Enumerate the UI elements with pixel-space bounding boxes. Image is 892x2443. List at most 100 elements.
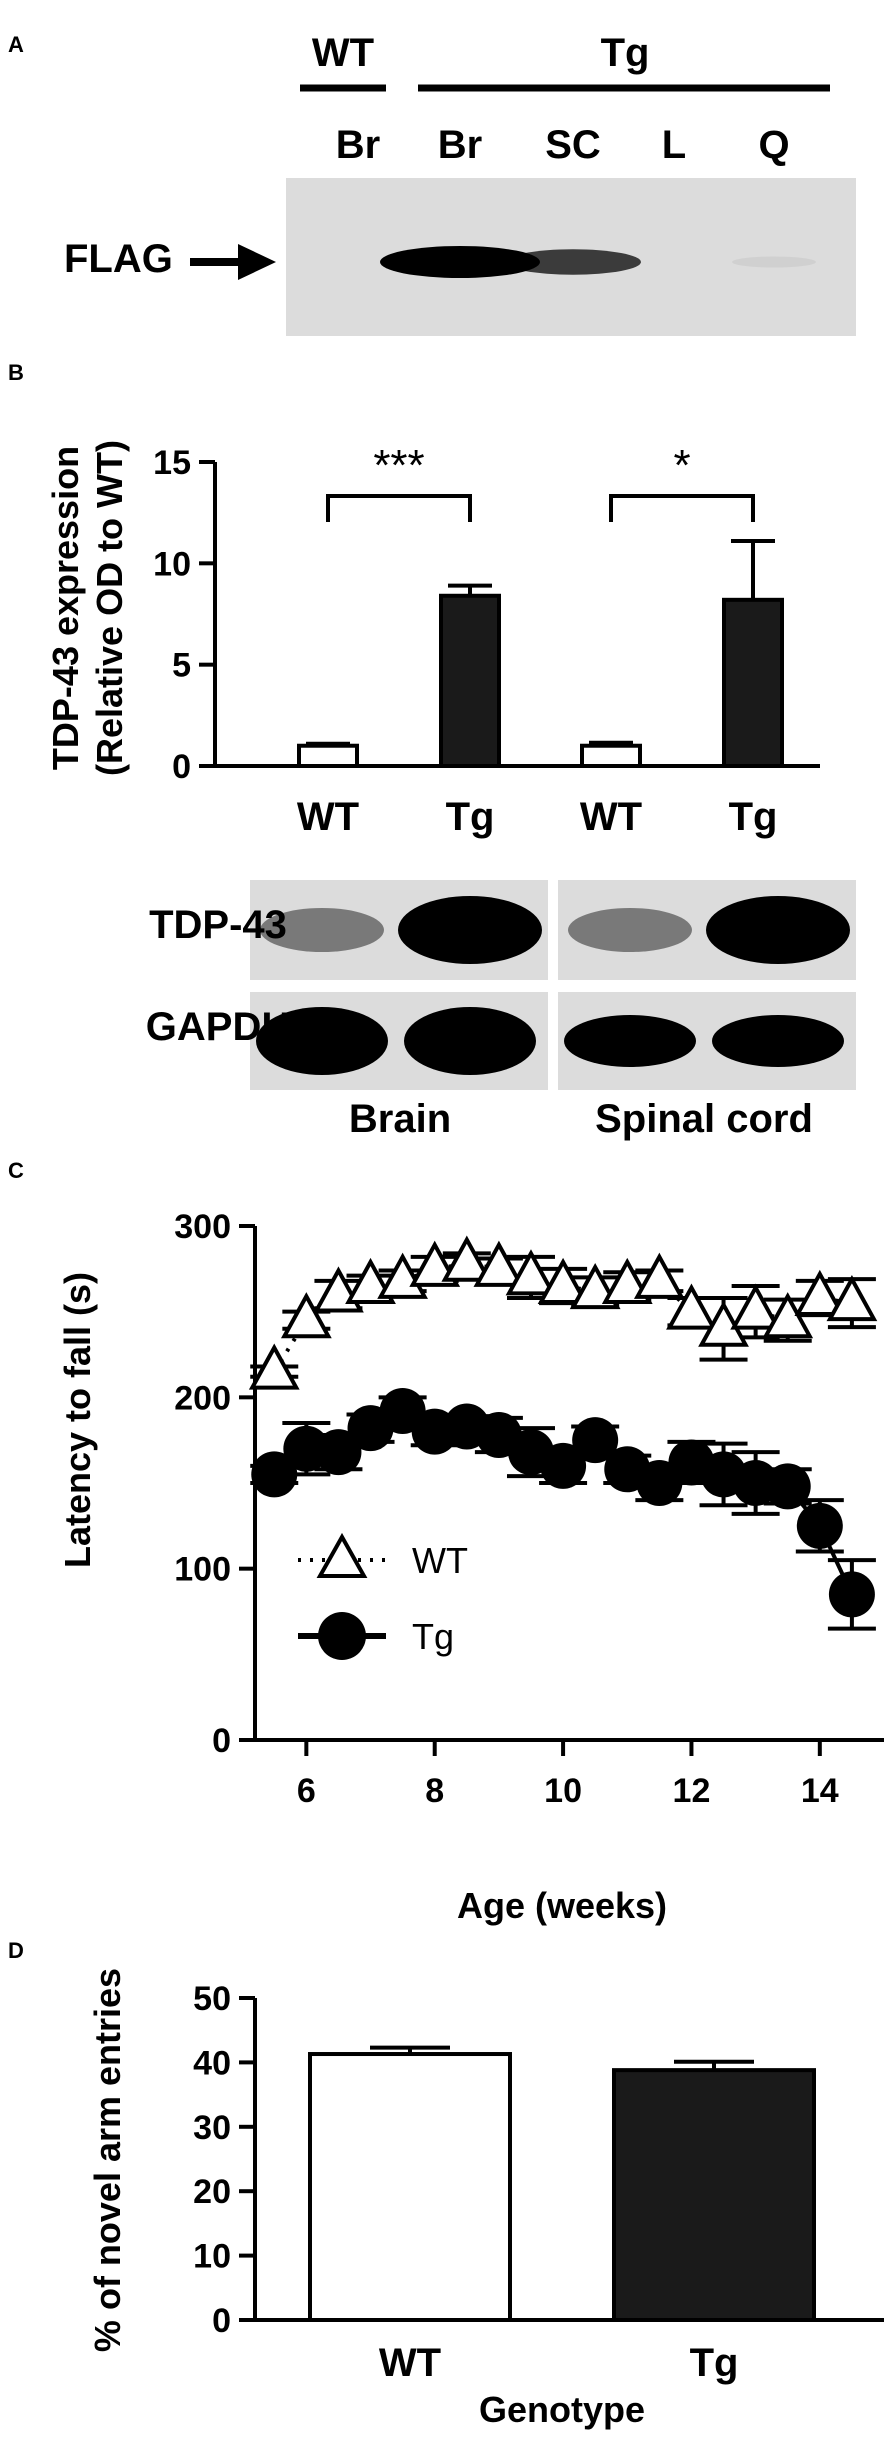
tdp43-band (568, 908, 692, 952)
d-y-tick-label: 50 (193, 1980, 231, 2018)
c-x-tick-label: 10 (544, 1772, 582, 1810)
d-category-label: WT (379, 2341, 441, 2385)
d-xlabel: Genotype (479, 2389, 645, 2430)
b-category-label: Tg (729, 795, 778, 839)
group-label-tg: Tg (601, 31, 650, 75)
lane-label: Br (438, 123, 482, 167)
flag-band (505, 249, 641, 275)
wt-point (730, 1283, 782, 1330)
d-y-tick-label: 30 (193, 2109, 231, 2147)
b-bar (439, 593, 501, 769)
tdp43-band (398, 896, 542, 964)
d-y-tick-label: 10 (193, 2238, 231, 2276)
d-y-tick-label: 20 (193, 2173, 231, 2211)
b-ylabel-line1: TDP-43 expression (45, 446, 86, 770)
c-x-tick-label: 8 (425, 1772, 444, 1810)
b-y-tick-label: 0 (172, 748, 191, 786)
blot-label-tdp43: TDP-43 (149, 903, 287, 947)
flag-arrow (190, 244, 276, 280)
legend-wt-label: WT (412, 1540, 468, 1581)
b-ylabel-line2: (Relative OD to WT) (89, 440, 130, 776)
b-y-tick-label: 10 (153, 545, 191, 583)
tdp43-band (260, 908, 384, 952)
group-label-wt: WT (312, 31, 374, 75)
gapdh-band (564, 1015, 696, 1067)
b-category-label: WT (580, 795, 642, 839)
lane-labels: Br Br SC L Q (336, 123, 790, 167)
tg-point (796, 1502, 843, 1549)
tdp43-band (706, 896, 850, 964)
panel-b-letter: B (8, 360, 24, 385)
b-bar (722, 597, 784, 769)
blot-label-gapdh: GAPDH (146, 1005, 290, 1049)
c-y-tick-label: 200 (174, 1379, 231, 1417)
tg-point (828, 1571, 875, 1618)
tissue-label-brain: Brain (349, 1097, 451, 1141)
tg-point (764, 1463, 811, 1510)
significance-bracket (326, 494, 472, 522)
significance-label: * (673, 441, 690, 490)
flag-bands (380, 246, 816, 278)
significance-label: *** (373, 441, 424, 490)
gapdh-band (256, 1007, 388, 1075)
flag-band (732, 256, 816, 268)
wt-point (762, 1292, 814, 1339)
d-bar (612, 2068, 816, 2322)
tg-point (572, 1417, 619, 1464)
wt-point (280, 1292, 332, 1339)
d-y-tick-label: 40 (193, 2044, 231, 2082)
c-xlabel: Age (weeks) (457, 1885, 667, 1926)
legend-tg-marker (318, 1612, 366, 1660)
c-x-tick-label: 12 (673, 1772, 711, 1810)
wt-point (441, 1235, 493, 1282)
flag-band (380, 246, 540, 278)
legend: WT Tg (298, 1532, 468, 1660)
legend-tg-label: Tg (412, 1616, 454, 1657)
panel-c-letter: C (8, 1158, 24, 1183)
c-y-tick-label: 0 (212, 1722, 231, 1760)
legend-wt-marker (316, 1532, 368, 1578)
b-y-tick-label: 5 (172, 647, 191, 685)
c-y-tick-label: 100 (174, 1551, 231, 1589)
wt-point (473, 1240, 525, 1287)
b-bar (297, 743, 359, 769)
tissue-label-spinal-cord: Spinal cord (595, 1097, 813, 1141)
b-y-tick-label: 15 (153, 444, 191, 482)
wt-point (505, 1249, 557, 1296)
c-y-tick-label: 300 (174, 1208, 231, 1246)
wt-point (794, 1269, 846, 1316)
lane-label: L (662, 123, 686, 167)
lane-label: Q (758, 123, 789, 167)
wt-point (248, 1343, 300, 1390)
gapdh-band (404, 1007, 536, 1075)
c-x-tick-label: 14 (801, 1772, 839, 1810)
d-category-label: Tg (690, 2341, 739, 2385)
tg-point (251, 1451, 298, 1498)
d-bar (308, 2052, 512, 2323)
b-category-label: Tg (446, 795, 495, 839)
d-ylabel: % of novel arm entries (87, 1968, 128, 2352)
c-ylabel: Latency to fall (s) (57, 1272, 98, 1568)
b-bar (580, 743, 642, 769)
significance-bracket (609, 494, 755, 522)
line-chart-latency: 0 100 200 300 6 8 10 12 14 (174, 1208, 884, 1810)
tg-point (315, 1429, 362, 1476)
western-blots (250, 880, 856, 1090)
tg-point (540, 1442, 587, 1489)
panel-a-letter: A (8, 32, 24, 57)
lane-label: Br (336, 123, 380, 167)
c-x-tick-label: 6 (297, 1772, 316, 1810)
wt-point (666, 1283, 717, 1330)
wt-point (826, 1274, 878, 1322)
gapdh-band (712, 1015, 844, 1067)
lane-label: SC (545, 123, 601, 167)
panel-d-letter: D (8, 1938, 24, 1963)
d-y-tick-label: 0 (212, 2302, 231, 2340)
wt-point (537, 1257, 589, 1304)
flag-label: FLAG (64, 237, 173, 281)
wt-point (633, 1252, 685, 1299)
b-category-label: WT (297, 795, 359, 839)
